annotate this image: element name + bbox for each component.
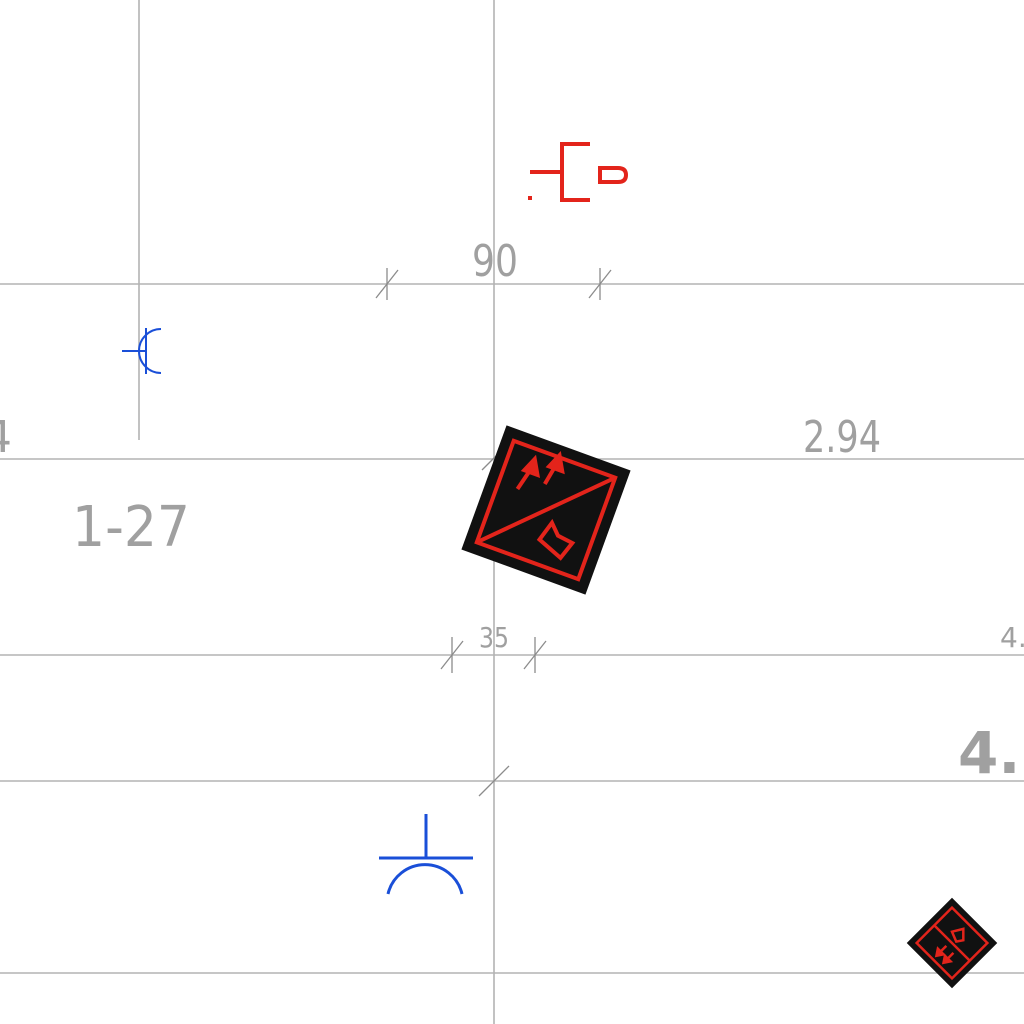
tick-corner-781 xyxy=(478,765,510,797)
room-tag-label: 1-27 xyxy=(72,495,190,560)
dimension-labels: 90 4 2.94 1-27 35 4. 4.5 xyxy=(0,236,1024,787)
outlet-large-icon xyxy=(379,814,473,895)
dim-left-cut-label: 4 xyxy=(0,412,12,463)
fire-alarm-panel-small-icon xyxy=(906,897,998,989)
dim-right-a-label: 2.94 xyxy=(803,412,881,463)
area-tag-cut-label: 4.5 xyxy=(958,719,1024,787)
speaker-icon xyxy=(528,142,629,202)
outlet-small-icon xyxy=(122,328,162,374)
dim-small-label: 35 xyxy=(479,621,509,654)
fire-alarm-panel-icon xyxy=(461,425,631,595)
dim-top-label: 90 xyxy=(472,236,518,287)
dim-right-b-cut-label: 4. xyxy=(1000,621,1024,654)
dimension-ticks xyxy=(375,268,612,797)
